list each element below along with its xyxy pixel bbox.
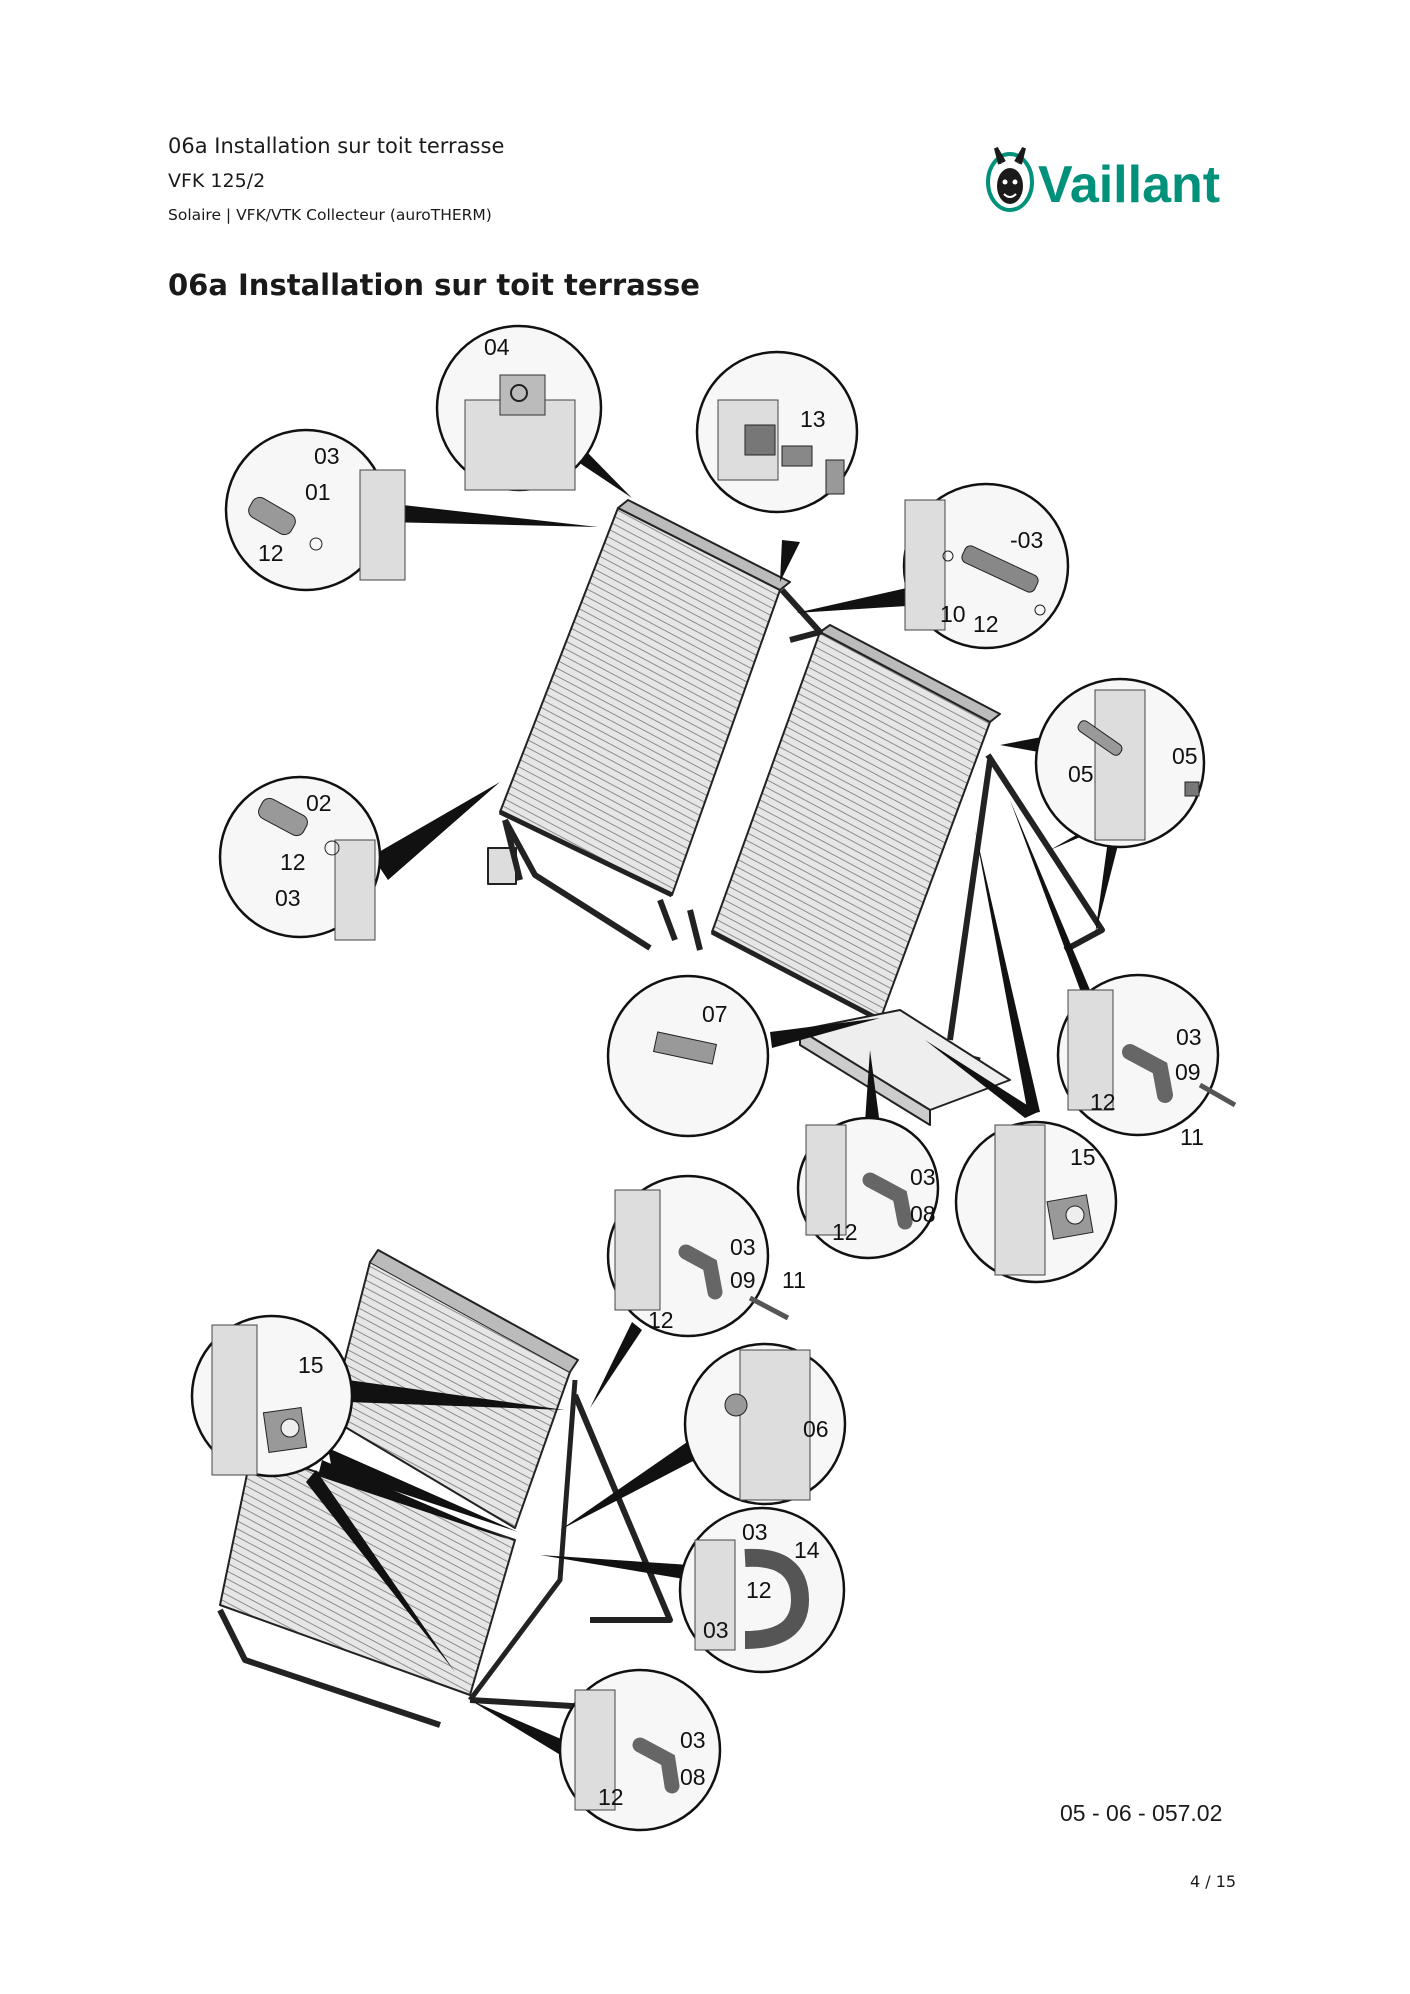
callout-06: 06 xyxy=(683,1342,847,1506)
brand-logo: Vaillant xyxy=(986,147,1220,214)
callout-label: 03 xyxy=(910,1164,936,1190)
callout-label: -03 xyxy=(1010,527,1043,553)
callout-label: 03 xyxy=(742,1519,768,1545)
callout-label: 02 xyxy=(306,790,332,816)
callout-label: 12 xyxy=(832,1219,858,1245)
callout-label: 12 xyxy=(258,540,284,566)
header-section-title: 06a Installation sur toit terrasse xyxy=(168,134,505,158)
callout-03-10-12: -03 10 12 xyxy=(902,482,1070,650)
callout-07: 07 xyxy=(606,974,770,1138)
callout-03-08-12b: 03 08 12 xyxy=(558,1668,722,1832)
callout-03-09-12-11a: 03 09 12 11 xyxy=(1056,973,1237,1150)
callout-label: 10 xyxy=(940,601,966,627)
document-code: 05 - 06 - 057.02 xyxy=(1060,1800,1223,1826)
header-model: VFK 125/2 xyxy=(168,170,266,192)
callout-label: 11 xyxy=(1180,1124,1204,1150)
callout-label: 03 xyxy=(275,885,301,911)
callout-05: 05 05 xyxy=(1034,677,1206,849)
callout-label: 14 xyxy=(794,1537,820,1563)
callout-label: 11 xyxy=(782,1267,806,1293)
callout-03-14-12-03: 03 14 12 03 xyxy=(678,1506,846,1674)
callout-03-09-11-12b: 03 09 11 12 xyxy=(606,1174,806,1338)
callout-label: 08 xyxy=(680,1764,706,1790)
callout-04: 04 xyxy=(435,324,603,492)
callout-label: 15 xyxy=(298,1352,324,1378)
callout-label: 05 xyxy=(1172,743,1198,769)
callout-label: 06 xyxy=(803,1416,829,1442)
callout-label: 15 xyxy=(1070,1144,1096,1170)
top-assembly xyxy=(487,499,1105,1126)
callout-label: 12 xyxy=(280,849,306,875)
callout-label: 03 xyxy=(1176,1024,1202,1050)
callout-label: 03 xyxy=(703,1617,729,1643)
callout-label: 12 xyxy=(598,1784,624,1810)
frame-support-left xyxy=(502,818,652,951)
frame-support-right xyxy=(947,753,1105,1041)
callout-label: 13 xyxy=(800,406,826,432)
callout-13: 13 xyxy=(695,350,859,514)
callout-label: 09 xyxy=(730,1267,756,1293)
frame-rear-left xyxy=(487,847,517,885)
callout-label: 04 xyxy=(484,334,510,360)
callout-label: 08 xyxy=(910,1201,936,1227)
callout-02-12-03: 02 12 03 xyxy=(218,775,382,941)
callout-15a: 15 xyxy=(954,1120,1118,1284)
header-product-line: Solaire | VFK/VTK Collecteur (auroTHERM) xyxy=(168,206,492,224)
callout-03-01-12: 03 01 12 xyxy=(224,428,406,592)
callout-label: 12 xyxy=(648,1307,674,1333)
brand-name: Vaillant xyxy=(1038,156,1220,214)
callout-label: 12 xyxy=(746,1577,772,1603)
callout-label: 12 xyxy=(973,611,999,637)
callout-label: 05 xyxy=(1068,761,1094,787)
callout-label: 03 xyxy=(680,1727,706,1753)
callout-label: 12 xyxy=(1090,1089,1116,1115)
hare-logo-icon xyxy=(986,147,1034,212)
callout-label: 03 xyxy=(314,443,340,469)
callout-label: 09 xyxy=(1175,1059,1201,1085)
callout-03-08-12a: 03 08 12 xyxy=(796,1116,940,1260)
callout-15b: 15 xyxy=(190,1314,354,1478)
page-number: 4 / 15 xyxy=(1190,1872,1237,1891)
page-title: 06a Installation sur toit terrasse xyxy=(168,268,700,302)
callout-label: 07 xyxy=(702,1001,728,1027)
callout-label: 01 xyxy=(305,479,331,505)
callout-label: 03 xyxy=(730,1234,756,1260)
pointer-wedges xyxy=(306,450,1118,1762)
